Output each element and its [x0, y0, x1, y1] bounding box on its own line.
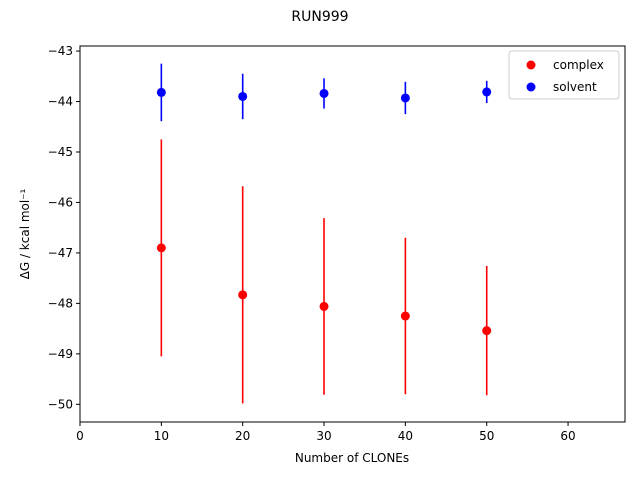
axis-ticks: 0 10 20 30 40 50 60 −50 −49 −48 −47 −46 −45 −44 −43	[48, 44, 576, 443]
y-axis-title: ΔG / kcal mol⁻¹	[18, 188, 32, 279]
legend-box	[508, 50, 620, 100]
legend-label-solvent: solvent	[553, 80, 597, 94]
x-tick-label: 10	[154, 429, 169, 443]
y-tick-label: −43	[48, 44, 73, 58]
legend-marker-solvent	[526, 82, 536, 92]
y-tick-label: −48	[48, 296, 73, 310]
x-axis-title: Number of CLONEs	[295, 451, 409, 465]
solvent-point	[319, 88, 329, 98]
chart-title: RUN999	[291, 9, 348, 25]
x-tick-label: 40	[398, 429, 413, 443]
x-tick-label: 20	[235, 429, 250, 443]
legend: complex solvent	[508, 50, 620, 100]
solvent-point	[238, 91, 248, 101]
solvent-point	[482, 87, 492, 97]
y-tick-label: −50	[48, 397, 73, 411]
y-tick-label: −49	[48, 347, 73, 361]
y-tick-label: −45	[48, 145, 73, 159]
x-tick-label: 30	[316, 429, 331, 443]
x-tick-label: 50	[479, 429, 494, 443]
legend-marker-complex	[526, 60, 536, 70]
complex-point	[238, 290, 248, 300]
complex-point	[482, 326, 492, 336]
plot-frame	[79, 45, 626, 423]
y-tick-label: −46	[48, 195, 73, 209]
legend-label-complex: complex	[553, 58, 604, 72]
complex-point	[319, 301, 329, 311]
complex-point	[400, 311, 410, 321]
complex-point	[156, 243, 166, 253]
solvent-point	[156, 87, 166, 97]
y-tick-label: −44	[48, 95, 73, 109]
y-tick-label: −47	[48, 246, 73, 260]
plot-marks	[156, 63, 492, 404]
solvent-point	[400, 93, 410, 103]
x-tick-label: 60	[560, 429, 575, 443]
x-tick-label: 0	[76, 429, 84, 443]
